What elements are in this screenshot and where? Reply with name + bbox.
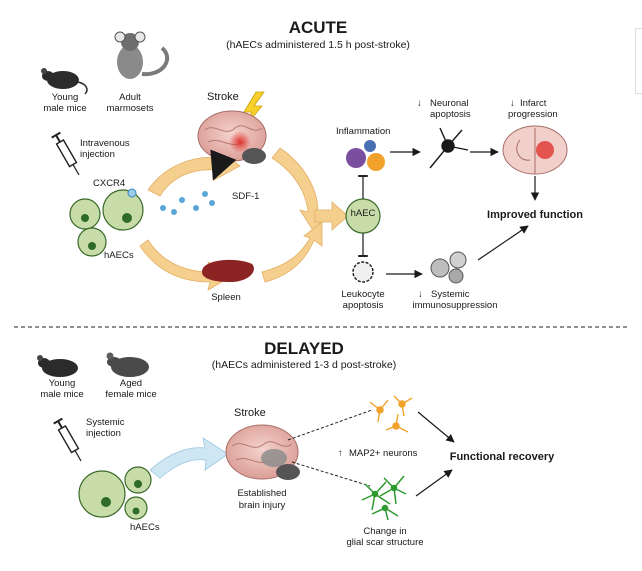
arrow-glia-to-recovery bbox=[415, 469, 453, 497]
acute-leukocyte-label-2: apoptosis bbox=[343, 300, 384, 311]
delivery-arrow bbox=[149, 437, 229, 479]
brain-icon bbox=[197, 110, 267, 164]
syringe-icon bbox=[51, 131, 80, 176]
arrow-immuno-to-improved bbox=[477, 225, 529, 261]
mouse-icon bbox=[41, 68, 88, 95]
sdf1-particles bbox=[160, 191, 215, 215]
acute-sdf1-label: SDF-1 bbox=[232, 191, 259, 202]
delayed-aged-label-1: Aged bbox=[120, 378, 142, 389]
acute-subtitle: (hAECs administered 1.5 h post-stroke) bbox=[226, 39, 410, 51]
acute-stroke-label: Stroke bbox=[207, 91, 239, 103]
immune-cells bbox=[346, 140, 385, 171]
acute-haecs-label: hAECs bbox=[104, 250, 134, 261]
acute-iv-label-1: Intravenous bbox=[80, 138, 130, 149]
mouse-icon-delayed-aged bbox=[106, 352, 149, 377]
dashed-link-glia bbox=[291, 461, 371, 487]
delayed-functional-recovery: Functional recovery bbox=[450, 451, 555, 463]
acute-neuronal-down-icon: ↓ bbox=[417, 98, 422, 109]
mouse-icon-delayed-young bbox=[37, 355, 78, 377]
delayed-glial-label-2: glial scar structure bbox=[346, 537, 423, 548]
acute-spleen-label: Spleen bbox=[211, 292, 241, 303]
haec-cells-delayed bbox=[78, 466, 152, 520]
acute-leukocyte-label-1: Leukocyte bbox=[341, 289, 384, 300]
spleen-icon bbox=[201, 259, 254, 282]
glia-icon bbox=[361, 475, 407, 521]
acute-cxcr4-label: CXCR4 bbox=[93, 178, 125, 189]
brain-icon-delayed bbox=[225, 424, 300, 480]
delayed-injury-label-2: brain injury bbox=[239, 500, 286, 511]
acute-young-label-2: male mice bbox=[43, 103, 86, 114]
acute-immunosuppression-label-1: Systemic bbox=[431, 289, 470, 300]
delayed-subtitle: (hAECs administered 1-3 d post-stroke) bbox=[212, 359, 396, 371]
arrow-neurons-to-recovery bbox=[417, 411, 455, 443]
acute-improved-function: Improved function bbox=[487, 209, 583, 221]
right-edge-frame bbox=[635, 28, 642, 94]
marmoset-icon bbox=[114, 31, 170, 79]
dashed-link-neurons bbox=[287, 409, 373, 441]
neurons-icon bbox=[369, 395, 413, 433]
delayed-map2-up-icon: ↑ bbox=[338, 448, 343, 459]
leukocyte-icon bbox=[352, 261, 374, 283]
acute-iv-label-2: injection bbox=[80, 149, 115, 160]
brain-section-icon bbox=[502, 125, 568, 175]
delayed-injection-label-2: injection bbox=[86, 428, 121, 439]
delayed-injection-label-1: Systemic bbox=[86, 417, 125, 428]
acute-immunosuppression-down-icon: ↓ bbox=[418, 289, 423, 300]
delayed-title: DELAYED bbox=[264, 339, 344, 358]
acute-marmoset-label-1: Adult bbox=[119, 92, 141, 103]
acute-infarct-down-icon: ↓ bbox=[510, 98, 515, 109]
acute-young-label-1: Young bbox=[52, 92, 79, 103]
delayed-glial-label-1: Change in bbox=[363, 526, 406, 537]
acute-neuronal-label-2: apoptosis bbox=[430, 109, 471, 120]
delayed-stroke-label: Stroke bbox=[234, 407, 266, 419]
delayed-young-label-1: Young bbox=[49, 378, 76, 389]
neuron-icon bbox=[429, 127, 469, 169]
delayed-map2-label: MAP2+ neurons bbox=[349, 448, 418, 459]
syringe-icon-delayed bbox=[53, 417, 82, 462]
haec-cells bbox=[69, 188, 144, 257]
acute-neuronal-label-1: Neuronal bbox=[430, 98, 469, 109]
acute-haec-center-label: hAEC bbox=[351, 208, 376, 219]
immunosuppressed-cells-icon bbox=[430, 251, 467, 284]
delayed-haecs-label: hAECs bbox=[130, 522, 160, 533]
sdf1-arrow bbox=[210, 149, 237, 181]
acute-title: ACUTE bbox=[289, 18, 348, 37]
delayed-injury-label-1: Established bbox=[237, 488, 286, 499]
acute-infarct-label-2: progression bbox=[508, 109, 558, 120]
acute-inflammation-label: Inflammation bbox=[336, 126, 390, 137]
acute-infarct-label-1: Infarct bbox=[520, 98, 547, 109]
delayed-young-label-2: male mice bbox=[40, 389, 83, 400]
delayed-aged-label-2: female mice bbox=[105, 389, 156, 400]
acute-immunosuppression-label-2: immunosuppression bbox=[412, 300, 497, 311]
acute-marmoset-label-2: marmosets bbox=[107, 103, 154, 114]
